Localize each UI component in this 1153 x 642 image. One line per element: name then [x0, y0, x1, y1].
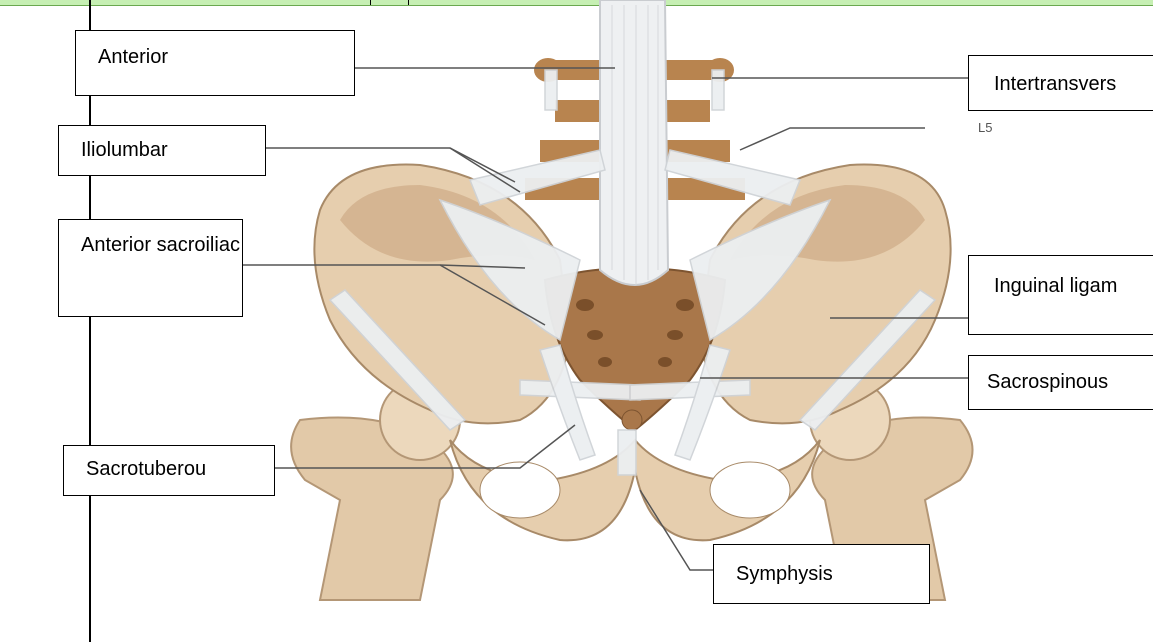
vertebra-label-l5: L5 [978, 120, 992, 135]
label-sacrotuberous: Sacrotuberou [63, 445, 275, 496]
label-anterior: Anterior [75, 30, 355, 96]
label-sacrospinous: Sacrospinous [968, 355, 1153, 410]
table-column-border [89, 0, 91, 642]
label-inguinal-ligament: Inguinal ligam [968, 255, 1153, 335]
left-obturator-foramen [480, 462, 560, 518]
label-anterior-sacroiliac: Anterior sacroiliac [58, 219, 243, 317]
label-iliolumbar: Iliolumbar [58, 125, 266, 176]
right-obturator-foramen [710, 462, 790, 518]
label-intertransverse: Intertransvers [968, 55, 1153, 111]
coccyx [622, 410, 642, 430]
label-symphysis: Symphysis [713, 544, 930, 604]
